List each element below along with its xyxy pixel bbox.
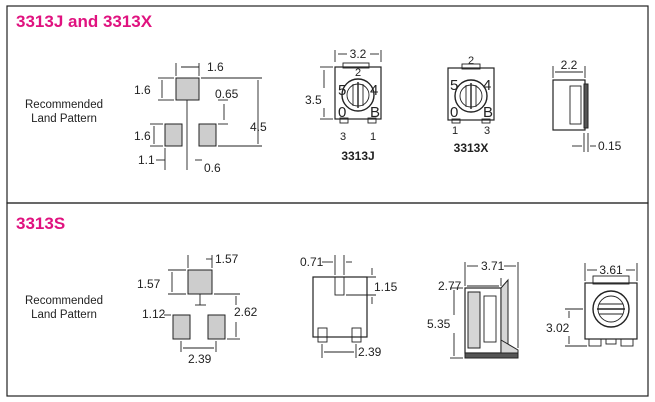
dim-s-slot-depth: 1.15 <box>374 280 398 294</box>
dim-s-top-width: 3.61 <box>599 263 623 277</box>
pin-j-2: 2 <box>355 67 361 79</box>
dim-gap: 0.65 <box>215 87 239 101</box>
top-view-3313s: 3.61 3.02 <box>546 263 638 347</box>
dim-pitch: 0.6 <box>204 161 221 175</box>
dim-s-side-height: 5.35 <box>427 317 451 331</box>
section-title-3313s: 3313S <box>16 214 65 233</box>
dim-side-width: 2.2 <box>561 58 578 72</box>
side-view-3313j: 2.2 0.15 <box>552 58 622 153</box>
pad-s-top <box>187 269 213 295</box>
pad-s-lower-right <box>207 314 226 340</box>
dim-s-slot: 0.71 <box>300 255 324 269</box>
section-title-3313j-3313x: 3313J and 3313X <box>16 12 153 31</box>
land-pattern-label-line2: Land Pattern <box>31 113 97 125</box>
pin-x-0: 0 <box>450 104 458 121</box>
pin-x-3: 3 <box>484 125 490 137</box>
dim-s-pitch: 2.39 <box>188 352 212 366</box>
top-view-3313j: 3.2 3.5 2 5 4 0 B 3 1 3313J <box>305 47 382 163</box>
land-pattern-s-label-line1: Recommended <box>25 295 103 307</box>
panel-3313j-3313x <box>6 5 649 204</box>
land-pattern-s-label-line2: Land Pattern <box>31 309 97 321</box>
pin-x-4: 4 <box>483 77 491 94</box>
dim-s-pad-height: 1.57 <box>137 277 161 291</box>
pad-s-lower-left <box>172 314 191 340</box>
front-body <box>312 276 368 338</box>
top-view-3313x: 2 5 4 0 B 1 3 3313X <box>447 55 495 155</box>
panel-3313s <box>6 202 649 397</box>
pin-j-4: 4 <box>370 82 378 99</box>
dim-span: 4.5 <box>250 120 267 134</box>
pad-lower-left <box>164 123 183 147</box>
pin-j-3: 3 <box>340 131 346 143</box>
dim-s-pin-span: 2.39 <box>358 345 382 359</box>
land-pattern-3313j: 1.6 1.6 0.65 4.5 1.6 1.1 0.6 <box>134 60 267 175</box>
pin-x-5: 5 <box>450 77 458 94</box>
dim-s-top-height: 3.02 <box>546 321 570 335</box>
caption-3313x: 3313X <box>454 141 489 155</box>
side-view-3313s: 3.71 2.77 5.35 <box>427 259 519 359</box>
pin-j-b: B <box>370 104 380 121</box>
dim-s-span: 2.62 <box>234 305 258 319</box>
pin-x-b: B <box>483 104 493 121</box>
pad-lower-right <box>198 123 217 147</box>
pad-top <box>175 77 200 101</box>
dim-pad-height: 1.6 <box>134 83 151 97</box>
dim-lower-pad-height: 1.6 <box>134 129 151 143</box>
dim-s-side-depth: 2.77 <box>438 279 462 293</box>
dim-offset: 1.1 <box>138 153 155 167</box>
pin-j-5: 5 <box>338 82 346 99</box>
dim-side-thickness: 0.15 <box>598 139 622 153</box>
dim-j-width: 3.2 <box>350 47 367 61</box>
land-pattern-label-line1: Recommended <box>25 99 103 111</box>
dim-pad-width: 1.6 <box>207 60 224 74</box>
pin-j-0: 0 <box>338 104 346 121</box>
land-pattern-3313s: 1.57 1.57 1.12 2.62 2.39 <box>137 252 258 366</box>
dim-s-lower-pad: 1.12 <box>142 307 166 321</box>
pin-j-1: 1 <box>370 131 376 143</box>
pin-x-1: 1 <box>452 125 458 137</box>
pin-x-2: 2 <box>468 55 474 67</box>
dim-s-pad-width: 1.57 <box>215 252 239 266</box>
front-view-3313s: 0.71 1.15 2.39 <box>300 255 398 359</box>
caption-3313j: 3313J <box>341 149 374 163</box>
side-body <box>552 79 586 131</box>
dim-s-side-width: 3.71 <box>481 259 505 273</box>
dim-j-height: 3.5 <box>305 93 322 107</box>
